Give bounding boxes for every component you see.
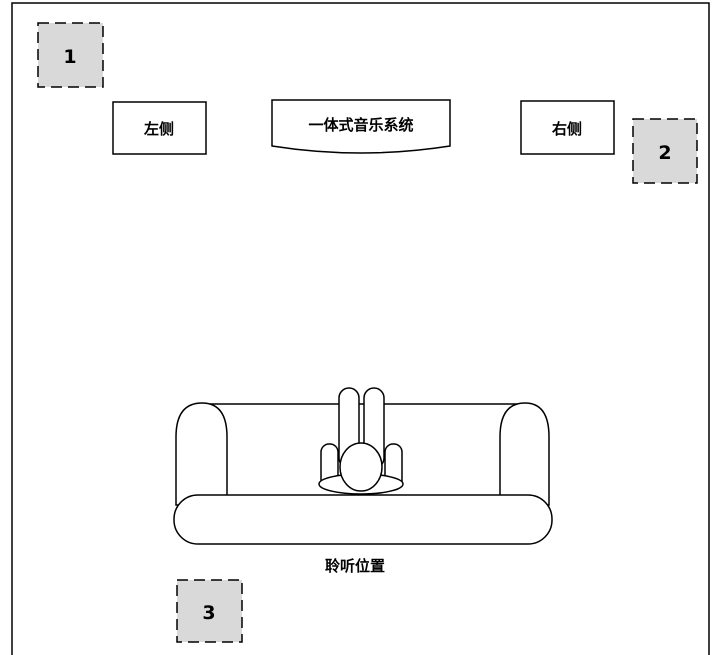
left-speaker-label: 左侧 xyxy=(143,120,174,138)
room-outline xyxy=(11,2,710,655)
placement-marker-1-label: 1 xyxy=(63,46,76,68)
center-music-system: 一体式音乐系统 xyxy=(271,99,451,154)
placement-marker-3-label: 3 xyxy=(202,602,215,624)
left-speaker: 左侧 xyxy=(112,101,207,155)
center-music-system-label: 一体式音乐系统 xyxy=(308,116,413,134)
right-speaker-label: 右侧 xyxy=(552,120,582,138)
listener-icon xyxy=(318,387,404,495)
placement-marker-2: 2 xyxy=(632,118,698,184)
right-speaker: 右侧 xyxy=(520,100,615,155)
listening-position-label: 聆听位置 xyxy=(325,557,385,575)
placement-marker-1: 1 xyxy=(37,22,104,88)
placement-marker-3: 3 xyxy=(176,579,243,643)
placement-marker-2-label: 2 xyxy=(658,142,671,164)
